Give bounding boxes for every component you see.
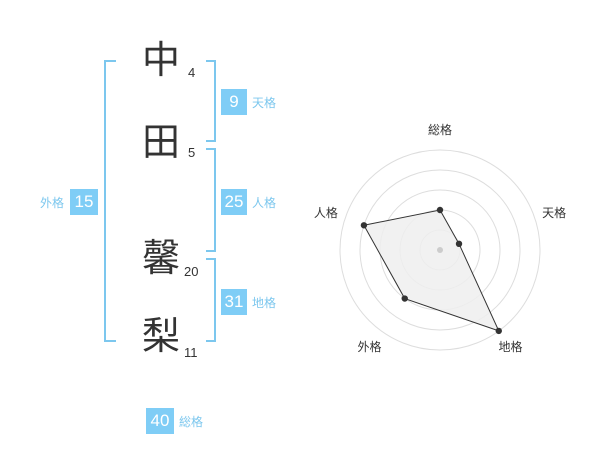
name-char-1: 中: [141, 38, 180, 82]
radar-point-2: [455, 240, 463, 248]
radar-point-5: [360, 222, 368, 229]
radar-series-polygon: [363, 209, 500, 332]
radar-point-3: [495, 327, 502, 335]
radar-axis-label-2: 天格: [542, 205, 566, 220]
stroke-count-1: 4: [188, 65, 196, 80]
radar-axis-label-3: 地格: [499, 339, 523, 354]
gaikaku-bracket: [104, 60, 116, 342]
radar-points: [360, 206, 502, 335]
jinkaku-bracket: [206, 148, 216, 252]
jinkaku-value: 25: [221, 189, 247, 215]
chikaku-bracket: [206, 258, 216, 342]
radar-point-4: [401, 295, 408, 302]
gaikaku-fortune: 外格 15: [40, 189, 99, 215]
tenkaku-value: 9: [221, 89, 247, 115]
name-char-2: 田: [141, 120, 180, 164]
stroke-count-3: 20: [184, 264, 199, 279]
radar-axis-label-1: 総格: [428, 122, 452, 137]
jinkaku-label: 人格: [252, 195, 277, 210]
jinkaku-fortune: 25 人格: [221, 189, 276, 215]
radar-point-1: [436, 206, 444, 214]
radar-ring-4: [359, 169, 521, 331]
chikaku-fortune: 31 地格: [221, 289, 276, 315]
chikaku-label: 地格: [252, 295, 277, 310]
gaikaku-value: 15: [70, 189, 99, 215]
tenkaku-label: 天格: [252, 95, 277, 110]
name-char-4: 梨: [141, 314, 180, 358]
tenkaku-fortune: 9 天格: [221, 89, 276, 115]
chikaku-value: 31: [221, 289, 247, 315]
name-char-3: 馨: [141, 236, 180, 280]
radar-axis-label-4: 外格: [357, 339, 381, 354]
stroke-count-2: 5: [188, 145, 196, 160]
soukaku-label: 総格: [179, 414, 204, 429]
gaikaku-label: 外格: [40, 195, 65, 210]
radar-axis-label-5: 人格: [314, 205, 338, 220]
radar-ring-5: [339, 149, 541, 351]
soukaku-fortune: 40 総格: [146, 408, 203, 434]
soukaku-value: 40: [146, 408, 174, 434]
radar-center-dot: [437, 247, 443, 253]
stroke-count-4: 11: [184, 345, 198, 360]
tenkaku-bracket: [206, 60, 216, 142]
